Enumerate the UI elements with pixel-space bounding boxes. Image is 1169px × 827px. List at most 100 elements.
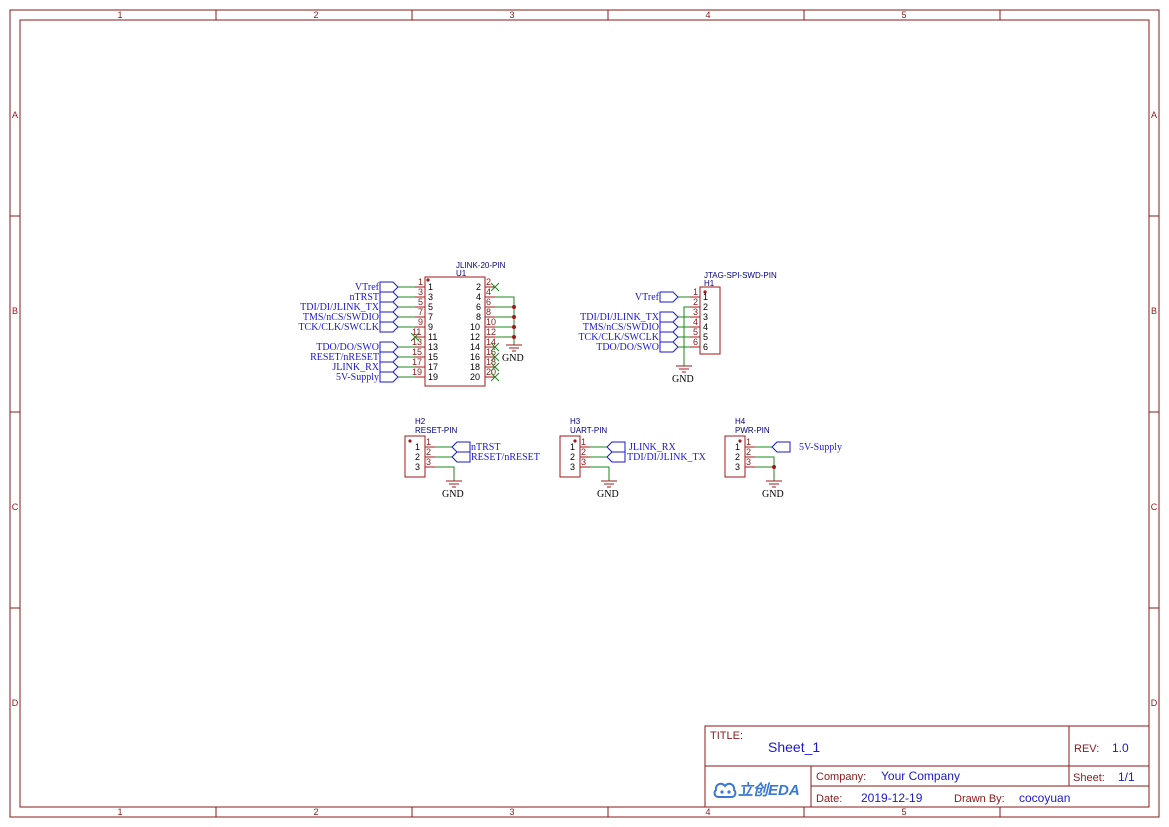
row-label-right-b: B (1151, 306, 1157, 316)
u1-pin-15-label: 15 (428, 352, 438, 362)
u1-pin-16-num: 16 (486, 347, 496, 357)
u1-pin-6-num: 6 (486, 297, 491, 307)
h1-pin-4-label: 4 (703, 322, 708, 332)
h1-jtag-spi-swd-pin[interactable]: JTAG-SPI-SWD-PIN H1 1 2 3 4 5 6 1 2 3 4 … (578, 271, 777, 385)
h3-pin-3-label: 3 (570, 462, 575, 472)
h1-net-tms: TMS/nCS/SWDIO (583, 322, 659, 333)
h1-pin-1-label: 1 (703, 292, 708, 302)
u1-pin-7-num: 7 (418, 307, 423, 317)
company-value: Your Company (881, 769, 960, 783)
u1-pin-15-num: 15 (412, 347, 422, 357)
rev-value: 1.0 (1112, 741, 1129, 755)
col-label-bottom-5: 5 (901, 807, 906, 817)
h4-net-5v: 5V-Supply (799, 442, 842, 453)
sheet-label: Sheet: (1073, 772, 1105, 784)
u1-pin-2-num: 2 (486, 277, 491, 287)
title-label: TITLE: (710, 730, 743, 742)
u1-pin-17-num: 17 (412, 357, 422, 367)
u1-jlink-20-pin[interactable]: JLINK-20-PIN U1 1 3 5 7 9 11 13 15 17 19… (298, 261, 524, 387)
h1-pin-1-num: 1 (693, 287, 698, 297)
sheet-value: 1/1 (1118, 770, 1135, 784)
u1-pin-12-num: 12 (486, 327, 496, 337)
u1-pin-14-num: 14 (486, 337, 496, 347)
u1-pin-20-num: 20 (486, 367, 496, 377)
h1-part-name: JTAG-SPI-SWD-PIN (704, 271, 777, 280)
u1-net-jlink-rx: JLINK_RX (332, 362, 379, 373)
h2-net-reset: RESET/nRESET (471, 452, 540, 463)
h1-pin-5-label: 5 (703, 332, 708, 342)
h3-designator: H3 (570, 417, 581, 426)
h1-gnd-label: GND (672, 374, 694, 385)
h1-net-tdi: TDI/DI/JLINK_TX (580, 312, 660, 323)
col-label-top-1: 1 (117, 10, 122, 20)
row-label-right-c: C (1151, 502, 1158, 512)
h3-uart-pin[interactable]: H3 UART-PIN 1 2 3 1 2 3 GND JLINK_RX TDI… (559, 417, 707, 500)
u1-pin-9-label: 9 (428, 322, 433, 332)
h3-part-name: UART-PIN (570, 426, 607, 435)
h1-pin-5-num: 5 (693, 327, 698, 337)
u1-pin-13-num: 13 (412, 337, 422, 347)
h4-pin-1-label: 1 (735, 442, 740, 452)
u1-pin-3-num: 3 (418, 287, 423, 297)
u1-net-tdo: TDO/DO/SWO (316, 342, 379, 353)
h2-net-ntrst: nTRST (471, 442, 500, 453)
h2-pin-3-num: 3 (426, 457, 431, 467)
u1-pin-1-num: 1 (418, 277, 423, 287)
title-block: TITLE: Sheet_1 REV: 1.0 立创EDA Company: Y… (704, 725, 1150, 808)
h2-pin-3-label: 3 (415, 462, 420, 472)
u1-pin-11-num: 11 (412, 327, 421, 337)
h4-part-name: PWR-PIN (735, 426, 770, 435)
row-label-right-d: D (1151, 698, 1158, 708)
col-label-top-4: 4 (705, 10, 710, 20)
u1-net-flags (379, 281, 399, 383)
h1-net-flags (659, 291, 679, 353)
date-label: Date: (816, 793, 842, 805)
u1-pin-1-label: 1 (428, 282, 433, 292)
u1-pin-10-label: 10 (470, 322, 480, 332)
h4-pin-2-label: 2 (735, 452, 740, 462)
u1-pin-11-label: 11 (428, 332, 437, 342)
u1-pin-5-label: 5 (428, 302, 433, 312)
u1-net-reset: RESET/nRESET (310, 352, 379, 363)
u1-body (424, 276, 486, 387)
col-label-top-3: 3 (509, 10, 514, 20)
u1-left-wires (398, 286, 415, 378)
u1-pin-16-label: 16 (470, 352, 480, 362)
h1-body (699, 286, 721, 355)
h3-pin-3-num: 3 (581, 457, 586, 467)
u1-net-tdi: TDI/DI/JLINK_TX (300, 302, 380, 313)
h3-pin-1-label: 1 (570, 442, 575, 452)
drawn-by-label: Drawn By: (954, 793, 1005, 805)
col-label-top-5: 5 (901, 10, 906, 20)
h2-gnd-label: GND (442, 489, 464, 500)
u1-left-pins (415, 286, 425, 378)
u1-pin-6-label: 6 (476, 302, 481, 312)
h2-part-name: RESET-PIN (415, 426, 457, 435)
u1-pin-9-num: 9 (418, 317, 423, 327)
h2-pin-1-label: 1 (415, 442, 420, 452)
h4-pwr-pin[interactable]: H4 PWR-PIN 1 2 3 1 2 3 GND 5V-Supply (724, 417, 842, 500)
u1-net-tms: TMS/nCS/SWDIO (303, 312, 379, 323)
h1-wires (676, 296, 692, 373)
h4-pin-1-num: 1 (746, 437, 751, 447)
row-label-left-a: A (12, 110, 18, 120)
u1-part-name: JLINK-20-PIN (456, 261, 506, 270)
col-label-bottom-4: 4 (705, 807, 710, 817)
u1-pin-20-label: 20 (470, 372, 480, 382)
rev-label: REV: (1074, 743, 1099, 755)
u1-pin-14-label: 14 (470, 342, 480, 352)
h2-reset-pin[interactable]: H2 RESET-PIN 1 2 3 1 2 3 GND nTRST RESET… (404, 417, 540, 500)
logo-text: 立创EDA (738, 781, 800, 799)
h4-pin-3-label: 3 (735, 462, 740, 472)
h3-pin-2-num: 2 (581, 447, 586, 457)
h1-pin-4-num: 4 (693, 317, 698, 327)
u1-pin-19-label: 19 (428, 372, 438, 382)
u1-net-ntrst: nTRST (350, 292, 379, 303)
u1-pin-8-label: 8 (476, 312, 481, 322)
h3-net-jlink-rx: JLINK_RX (629, 442, 676, 453)
h2-pin-1-num: 1 (426, 437, 431, 447)
row-label-right-a: A (1151, 110, 1157, 120)
sheet-title: Sheet_1 (768, 739, 820, 755)
h1-pin-6-label: 6 (703, 342, 708, 352)
u1-pin-7-label: 7 (428, 312, 433, 322)
